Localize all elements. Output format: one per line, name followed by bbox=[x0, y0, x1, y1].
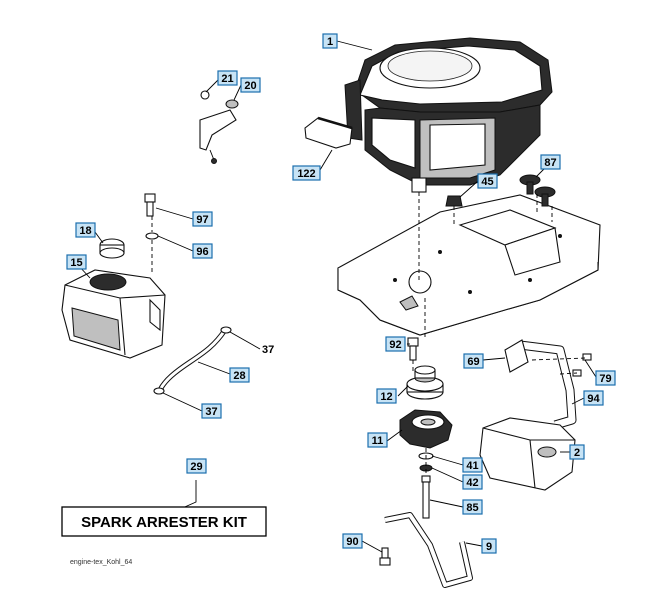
svg-text:11: 11 bbox=[372, 435, 384, 447]
callout-11: 11 bbox=[367, 432, 388, 448]
svg-text:90: 90 bbox=[346, 536, 358, 548]
exhaust-pipe-94 bbox=[519, 340, 577, 430]
callout-20: 20 bbox=[240, 77, 261, 93]
svg-text:20: 20 bbox=[244, 80, 256, 92]
callout-69: 69 bbox=[463, 353, 484, 369]
drawing-reference: engine-tex_Kohl_64 bbox=[70, 559, 132, 566]
svg-text:2: 2 bbox=[574, 447, 580, 459]
nut-45 bbox=[445, 195, 463, 207]
callout-85: 85 bbox=[462, 499, 483, 515]
bolt-90 bbox=[379, 547, 391, 566]
callout-41: 41 bbox=[462, 457, 483, 473]
svg-text:28: 28 bbox=[233, 370, 245, 382]
svg-text:45: 45 bbox=[481, 176, 493, 188]
bolt-92 bbox=[407, 337, 419, 361]
svg-text:41: 41 bbox=[466, 460, 478, 472]
callout-12: 12 bbox=[376, 388, 397, 404]
assembly-lines bbox=[151, 192, 586, 474]
svg-text:94: 94 bbox=[587, 393, 600, 405]
svg-text:29: 29 bbox=[190, 461, 202, 473]
svg-text:92: 92 bbox=[389, 339, 401, 351]
spark-arrester-kit-label: SPARK ARRESTER KIT bbox=[81, 514, 247, 531]
callout-45: 45 bbox=[477, 173, 498, 189]
svg-text:96: 96 bbox=[196, 246, 208, 258]
svg-text:69: 69 bbox=[467, 356, 479, 368]
svg-text:37: 37 bbox=[205, 406, 217, 418]
fuel-tank-15 bbox=[61, 269, 166, 359]
engine-mounting-plate bbox=[337, 194, 601, 336]
callout-2: 2 bbox=[569, 444, 585, 460]
svg-text:85: 85 bbox=[466, 502, 478, 514]
callout-79: 79 bbox=[595, 370, 616, 386]
gasket-69 bbox=[504, 339, 529, 373]
callout-37-lower: 37 bbox=[201, 403, 222, 419]
callout-90: 90 bbox=[342, 533, 363, 549]
callout-42: 42 bbox=[462, 474, 483, 490]
callout-1: 1 bbox=[322, 33, 338, 49]
callout-122: 122 bbox=[292, 165, 321, 181]
fuel-line-28 bbox=[153, 326, 232, 395]
throttle-control-21-20 bbox=[199, 90, 239, 164]
callout-87: 87 bbox=[540, 154, 561, 170]
svg-text:18: 18 bbox=[79, 225, 91, 237]
svg-text:21: 21 bbox=[221, 73, 233, 85]
svg-text:42: 42 bbox=[466, 477, 478, 489]
svg-text:1: 1 bbox=[327, 36, 333, 48]
bolt-97 bbox=[144, 193, 156, 217]
callout-21: 21 bbox=[217, 70, 238, 86]
callout-18: 18 bbox=[75, 222, 96, 238]
muffler-2 bbox=[479, 417, 576, 491]
svg-text:97: 97 bbox=[196, 214, 208, 226]
bracket-9 bbox=[384, 512, 473, 588]
electric-clutch-11 bbox=[399, 409, 453, 449]
callout-96: 96 bbox=[192, 243, 213, 259]
callout-94: 94 bbox=[583, 390, 604, 406]
baffle-122 bbox=[304, 116, 353, 149]
callout-92: 92 bbox=[385, 336, 406, 352]
svg-text:15: 15 bbox=[70, 257, 82, 269]
callout-9: 9 bbox=[481, 538, 497, 554]
spark-arrester-kit-box: SPARK ARRESTER KIT bbox=[61, 506, 267, 537]
knob-87-parts bbox=[519, 174, 556, 207]
callout-15: 15 bbox=[66, 254, 87, 270]
callout-29: 29 bbox=[186, 458, 207, 474]
svg-text:79: 79 bbox=[599, 373, 611, 385]
svg-text:12: 12 bbox=[380, 391, 392, 403]
svg-text:9: 9 bbox=[486, 541, 492, 553]
fuel-cap-18 bbox=[99, 238, 125, 259]
svg-text:122: 122 bbox=[297, 168, 315, 180]
engine-assembly bbox=[344, 37, 553, 193]
label-37-upper: 37 bbox=[262, 344, 274, 356]
callout-28: 28 bbox=[229, 367, 250, 383]
washer-96 bbox=[145, 232, 159, 240]
callout-97: 97 bbox=[192, 211, 213, 227]
leader-lines bbox=[77, 40, 597, 553]
bolt-85 bbox=[421, 475, 431, 519]
pulley-12 bbox=[406, 365, 444, 400]
svg-text:87: 87 bbox=[544, 157, 556, 169]
